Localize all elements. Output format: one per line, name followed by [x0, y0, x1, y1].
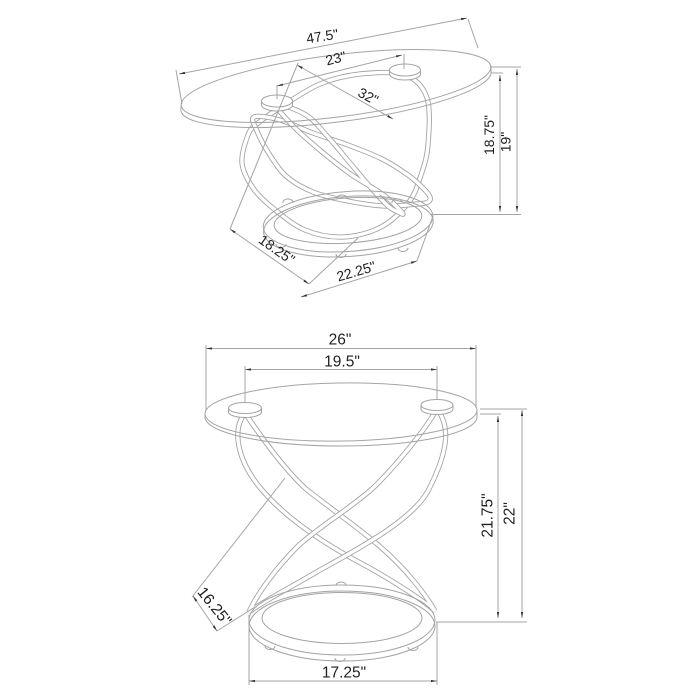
svg-text:18.75": 18.75"	[481, 115, 497, 155]
svg-text:26": 26"	[329, 331, 352, 348]
svg-text:16.25": 16.25"	[193, 584, 234, 629]
svg-text:22": 22"	[502, 502, 519, 525]
svg-text:21.75": 21.75"	[480, 493, 497, 537]
svg-text:22.25": 22.25"	[335, 258, 378, 285]
svg-text:19.5": 19.5"	[324, 354, 360, 371]
svg-text:32": 32"	[356, 84, 382, 108]
svg-text:19": 19"	[497, 132, 513, 153]
svg-text:17.25": 17.25"	[322, 665, 366, 682]
svg-text:23": 23"	[324, 48, 348, 69]
svg-text:47.5": 47.5"	[305, 26, 339, 47]
